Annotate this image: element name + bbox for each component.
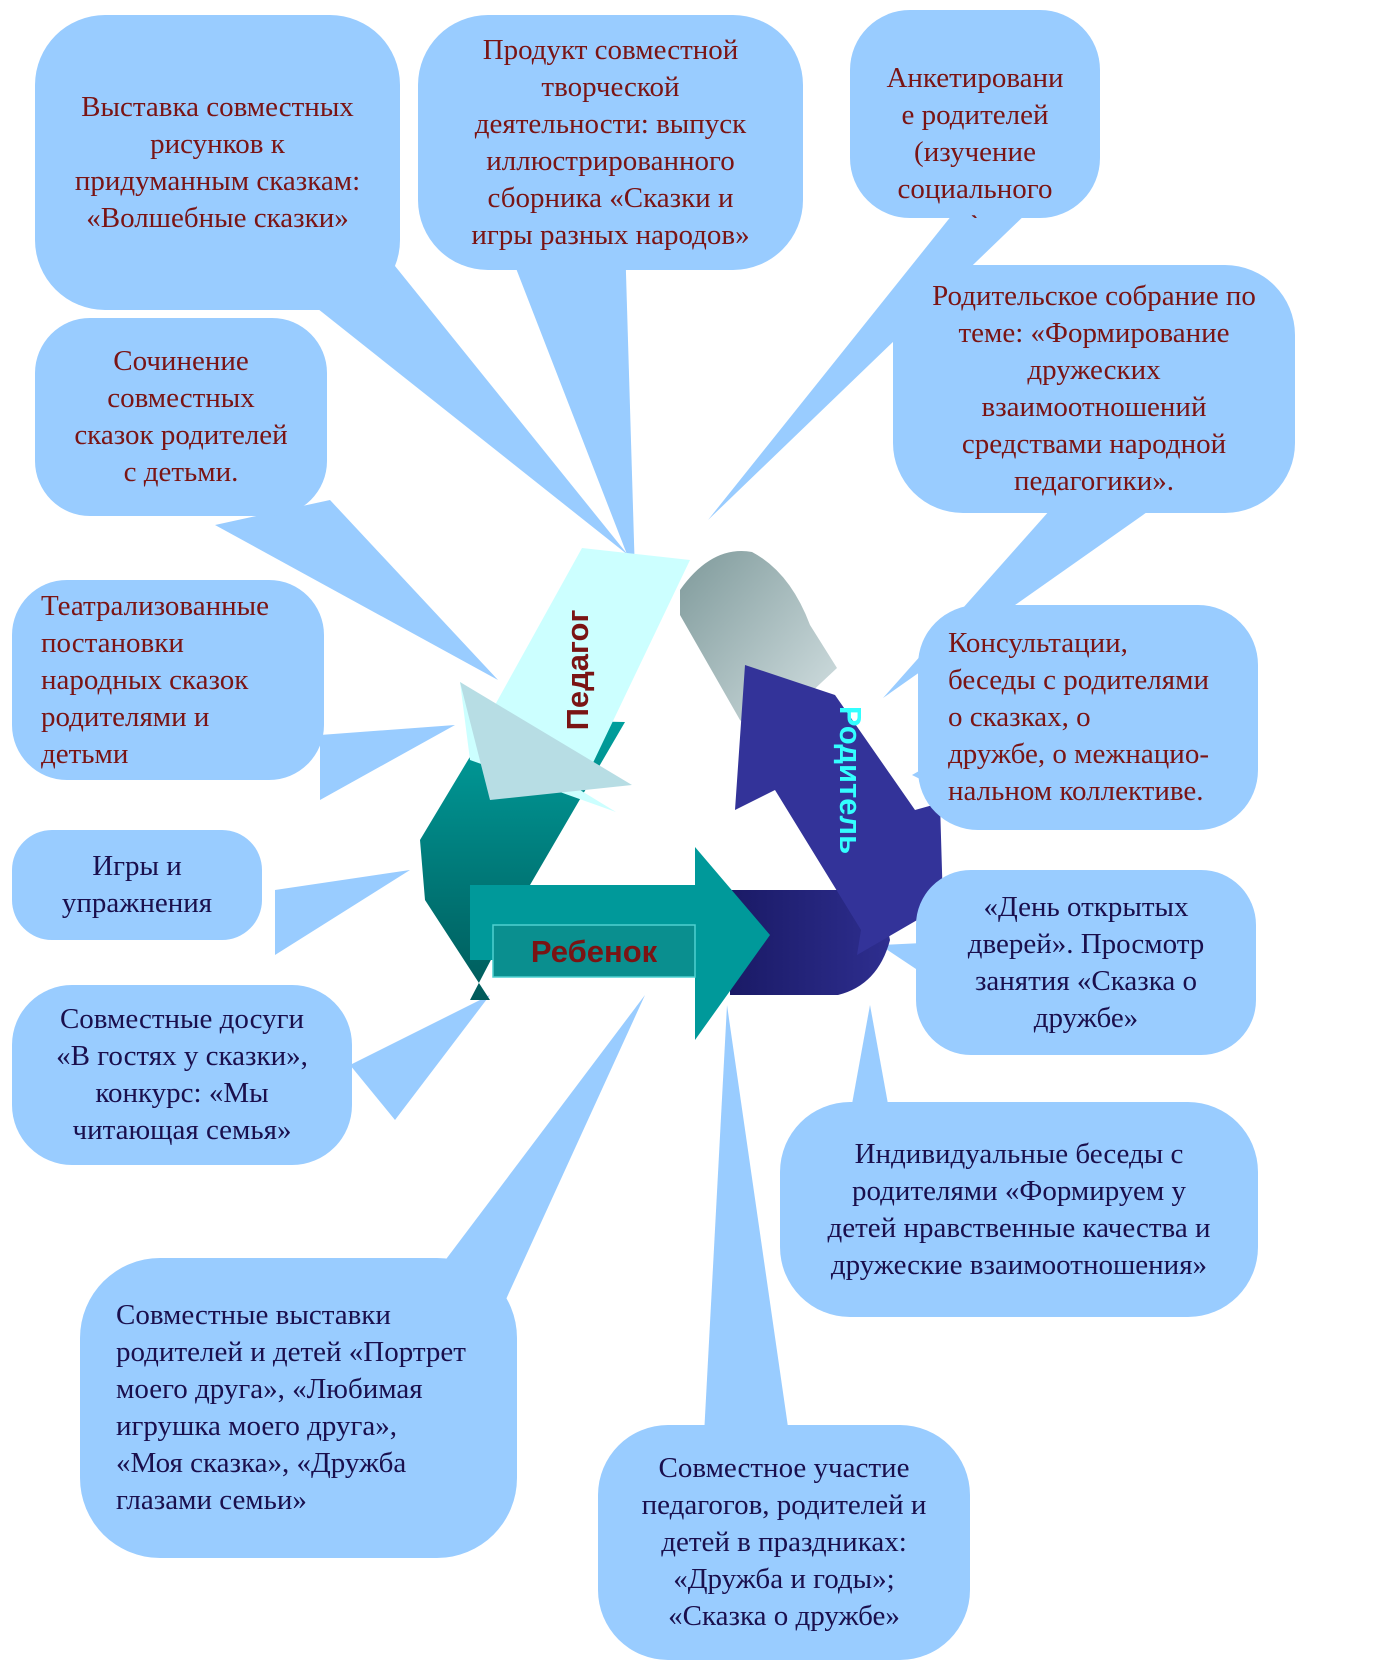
tail-games — [275, 870, 410, 955]
callout-holidays-text: Совместное участие педагогов, родителей … — [641, 1452, 927, 1632]
callout-joint-exhibitions: Совместные выставки родителей и детей «П… — [80, 1258, 517, 1558]
callout-consultations-text: Консультации, беседы с родителями о сказ… — [948, 627, 1209, 807]
tail-composing — [215, 500, 498, 680]
callout-open-day-text: «День открытых дверей». Просмотр занятия… — [967, 890, 1205, 1034]
callout-composing-text: Сочинение совместных сказок родителей с … — [74, 345, 288, 488]
tail-exhibition-drawings — [250, 235, 628, 555]
callout-composing: Сочинение совместных сказок родителей с … — [35, 318, 327, 516]
child-label-plate — [492, 924, 696, 978]
callout-exhibition-drawings: Выставка совместных рисунков к придуманн… — [35, 15, 400, 310]
callout-individual-talks-text: Индивидуальные беседы с родителями «Форм… — [827, 1137, 1211, 1281]
navy-fold — [730, 890, 890, 995]
tail-product — [505, 240, 635, 575]
callout-meeting-text: Родительское собрание по теме: «Формиров… — [932, 280, 1256, 497]
callout-product-text: Продукт совместной творческой деятельнос… — [471, 33, 750, 251]
callout-games-text: Игры и упражнения — [61, 850, 213, 919]
parent-arrow — [735, 665, 943, 955]
callout-theater: Театрализованные постановки народных ска… — [12, 580, 324, 780]
tail-theater — [320, 725, 455, 800]
tail-leisure — [350, 995, 490, 1120]
tail-holidays — [700, 1005, 800, 1510]
parent-label: Родитель — [833, 706, 868, 854]
callout-holidays: Совместное участие педагогов, родителей … — [598, 1425, 970, 1660]
callout-joint-exhibitions-text: Совместные выставки родителей и детей «П… — [116, 1299, 466, 1516]
callout-consultations: Консультации, беседы с родителями о сказ… — [918, 605, 1258, 830]
teacher-label: Педагог — [560, 610, 595, 731]
callout-games: Игры и упражнения — [12, 830, 262, 940]
child-label: Ребенок — [531, 934, 658, 969]
callout-leisure: Совместные досуги «В гостях у сказки», к… — [12, 985, 352, 1165]
callout-meeting: Родительское собрание по теме: «Формиров… — [893, 265, 1295, 513]
callout-survey-text: Анкетировани е родителей (изучение социа… — [886, 62, 1064, 218]
callout-open-day: «День открытых дверей». Просмотр занятия… — [916, 870, 1256, 1055]
cycle-arrows: Ребенок Педагог Родитель — [420, 548, 943, 1040]
teacher-arrow-head — [460, 682, 632, 800]
callout-theater-text: Театрализованные постановки народных ска… — [41, 589, 269, 770]
callout-leisure-text: Совместные досуги «В гостях у сказки», к… — [56, 1003, 308, 1146]
callout-survey: Анкетировани е родителей (изучение социа… — [850, 10, 1100, 218]
callout-exhibition-drawings-text: Выставка совместных рисунков к придуманн… — [74, 90, 361, 234]
callout-product: Продукт совместной творческой деятельнос… — [418, 15, 803, 270]
callout-individual-talks: Индивидуальные беседы с родителями «Форм… — [780, 1102, 1258, 1317]
